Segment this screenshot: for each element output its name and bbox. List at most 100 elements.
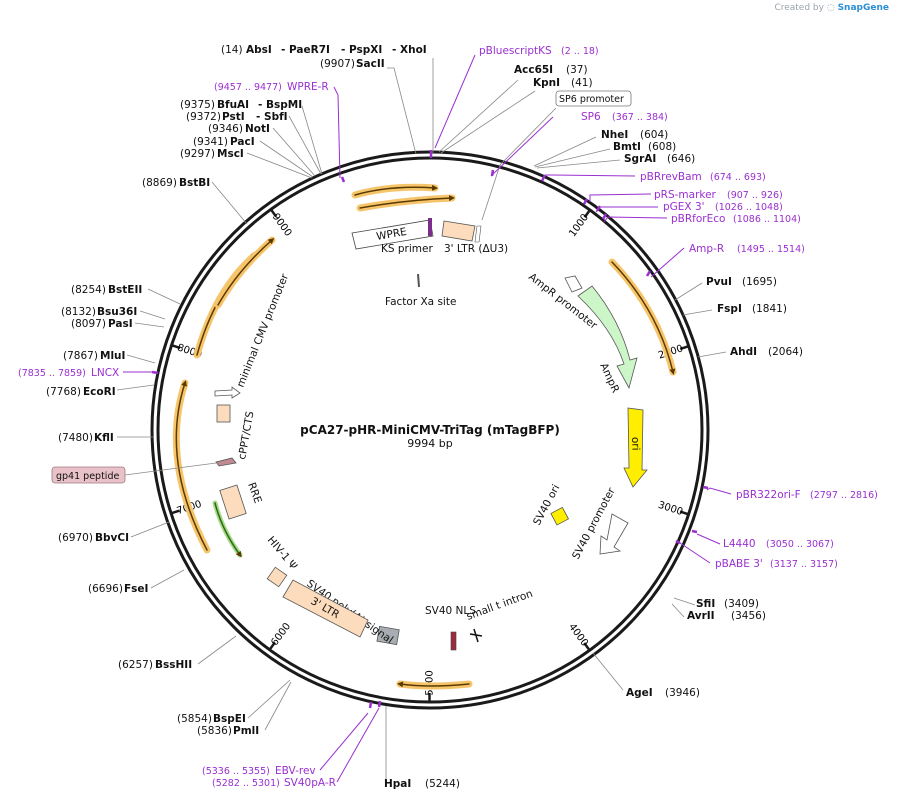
feature-gp41 bbox=[215, 457, 237, 467]
enzyme-hpaI-pos: (5244) bbox=[425, 778, 460, 790]
primer-wpre-r: WPRE-R bbox=[287, 81, 329, 93]
enzyme-fseI: FseI bbox=[124, 583, 148, 595]
primer-marks bbox=[151, 150, 709, 709]
svg-text:ori: ori bbox=[629, 437, 641, 451]
plasmid-name: pCA27-pHR-MiniCMV-TriTag (mTagBFP) bbox=[300, 423, 560, 437]
tick-mark-6000 bbox=[268, 641, 276, 651]
feature-ks-primer: KS primer bbox=[381, 243, 433, 255]
feature-wpre: WPRE bbox=[351, 219, 434, 250]
primer-l4440: L4440 bbox=[723, 538, 756, 550]
enzyme-pacI: PacI bbox=[230, 136, 255, 148]
enzyme-pasI: PasI bbox=[108, 318, 133, 330]
feature-ori: ori bbox=[623, 407, 648, 488]
enzyme-cluster-top: (14) AbsI - PaeR7I - PspXI - XhoI (9907)… bbox=[221, 44, 599, 89]
labels-bottom: HpaI (5244) (5336 .. 5355) EBV-rev (5282… bbox=[118, 659, 460, 790]
enzyme-avrII-pos: (3456) bbox=[731, 610, 766, 622]
factor-xa-marker bbox=[417, 273, 420, 288]
enzyme-fseI-pos: (6696) bbox=[88, 583, 123, 595]
primer-prs-marker: pRS-marker bbox=[654, 189, 717, 201]
enzyme-bfuAI: BfuAI bbox=[217, 99, 249, 111]
enzyme-ahdI-pos: (2064) bbox=[768, 346, 803, 358]
enzyme-kpnI: KpnI bbox=[533, 77, 560, 89]
enzyme-sfiI: SfiI bbox=[696, 598, 715, 610]
enzyme-bstEII-pos: (8254) bbox=[71, 284, 106, 296]
feature-3ltr-du3: 3' LTR (ΔU3) bbox=[441, 220, 508, 255]
primer-amp-r: Amp-R bbox=[689, 243, 724, 255]
primer-pbrrevbam: pBRrevBam bbox=[640, 171, 702, 183]
enzyme-sgrAI: SgrAI bbox=[624, 153, 656, 165]
tick-label-6000: 6000 bbox=[269, 621, 293, 648]
svg-text:RRE: RRE bbox=[245, 481, 264, 505]
tick-mark-3000 bbox=[679, 510, 689, 516]
enzyme-bbvCI-pos: (6970) bbox=[58, 532, 93, 544]
enzyme-mscI-pos: (9297) bbox=[180, 148, 215, 160]
enzyme-absI-pos: (14) bbox=[221, 44, 243, 56]
primer-pbluescriptks-range: (2 .. 18) bbox=[561, 46, 599, 57]
feature-hiv-psi: HIV-1 Ψ bbox=[265, 534, 299, 588]
primer-pbabe3-range: (3137 .. 3157) bbox=[770, 559, 838, 570]
primer-lncx-range: (7835 .. 7859) bbox=[18, 368, 86, 379]
primer-ebv-rev-range: (5336 .. 5355) bbox=[202, 766, 270, 777]
svg-text:minimal CMV promoter: minimal CMV promoter bbox=[235, 272, 292, 390]
primer-pgex3-range: (1026 .. 1048) bbox=[715, 202, 783, 213]
leader-lines bbox=[116, 58, 727, 784]
primer-lncx: LNCX bbox=[91, 367, 119, 379]
enzyme-pstI-pos: (9372) bbox=[186, 111, 221, 123]
credit-prefix: Created by bbox=[774, 3, 824, 13]
enzyme-pmlI: PmlI bbox=[233, 725, 259, 737]
primer-sv40pa-r: SV40pA-R bbox=[284, 777, 336, 789]
enzyme-mscI: MscI bbox=[217, 148, 244, 160]
enzyme-pspxi: - PspXI bbox=[341, 44, 382, 56]
enzyme-bmtI: BmtI bbox=[613, 141, 641, 153]
tick-mark-8000 bbox=[171, 343, 181, 350]
gp41-peptide-box: gp41 peptide bbox=[51, 462, 217, 484]
primer-pbluescriptks: pBluescriptKS bbox=[479, 45, 552, 57]
tick-mark-7000 bbox=[170, 509, 181, 515]
primer-sp6: SP6 bbox=[581, 111, 601, 123]
enzyme-ecoRI-pos: (7768) bbox=[46, 386, 81, 398]
enzyme-bmtI-pos: (608) bbox=[648, 141, 676, 153]
feature-sv40-nls: SV40 NLS bbox=[425, 605, 476, 651]
primer-pbrforeco-range: (1086 .. 1104) bbox=[733, 214, 801, 225]
enzyme-ageI-pos: (3946) bbox=[665, 687, 700, 699]
enzyme-notI: NotI bbox=[245, 123, 270, 135]
enzyme-fspI-pos: (1841) bbox=[752, 303, 787, 315]
primer-pgex3: pGEX 3' bbox=[663, 201, 705, 213]
primer-wpre-r-range: (9457 .. 9477) bbox=[214, 82, 282, 93]
enzyme-xhoi: - XhoI bbox=[392, 44, 427, 56]
tick-mark-4000 bbox=[583, 642, 591, 652]
enzyme-paer7i: - PaeR7I bbox=[281, 44, 330, 56]
enzyme-mluI-pos: (7867) bbox=[63, 350, 98, 362]
primer-sp6-range: (367 .. 384) bbox=[612, 112, 668, 123]
tick-mark-9000 bbox=[269, 208, 278, 218]
primer-pbr322ori-f-range: (2797 .. 2816) bbox=[810, 490, 878, 501]
enzyme-bspMI: - BspMI bbox=[258, 99, 302, 111]
enzyme-pasI-pos: (8097) bbox=[71, 318, 106, 330]
enzyme-kflI: KflI bbox=[94, 432, 114, 444]
feature-sv40-ori: SV40 ori bbox=[531, 483, 570, 527]
enzyme-pmlI-pos: (5836) bbox=[197, 725, 232, 737]
enzyme-acc65I-pos: (37) bbox=[566, 64, 588, 76]
svg-text:SP6 promoter: SP6 promoter bbox=[559, 94, 624, 105]
tick-label-1000: 1000 bbox=[567, 212, 591, 239]
feature-cppt: cPPT/CTS bbox=[216, 404, 256, 461]
labels-right: SP6 (367 .. 384) NheI (604) BmtI (608) S… bbox=[581, 111, 878, 699]
enzyme-pvuI-pos: (1695) bbox=[742, 276, 777, 288]
enzyme-bfuAI-pos: (9375) bbox=[180, 99, 215, 111]
tick-label-3000: 3000 bbox=[657, 500, 685, 518]
enzyme-sfiI-pos: (3409) bbox=[724, 598, 759, 610]
tick-label-9000: 9000 bbox=[270, 212, 294, 239]
feature-factor-xa: Factor Xa site bbox=[385, 296, 456, 308]
svg-text:cPPT/CTS: cPPT/CTS bbox=[236, 410, 256, 460]
primer-lines bbox=[123, 54, 732, 783]
enzyme-sacII: SacII bbox=[356, 58, 385, 70]
enzyme-kflI-pos: (7480) bbox=[58, 432, 93, 444]
primer-pbabe3: pBABE 3' bbox=[715, 558, 763, 570]
enzyme-avrII: AvrII bbox=[687, 610, 715, 622]
svg-text:3' LTR (ΔU3): 3' LTR (ΔU3) bbox=[444, 243, 508, 255]
primer-amp-r-range: (1495 .. 1514) bbox=[737, 244, 805, 255]
enzyme-bssHII-pos: (6257) bbox=[118, 659, 153, 671]
primer-sv40pa-r-range: (5282 .. 5301) bbox=[212, 778, 280, 789]
enzyme-notI-pos: (9346) bbox=[208, 123, 243, 135]
